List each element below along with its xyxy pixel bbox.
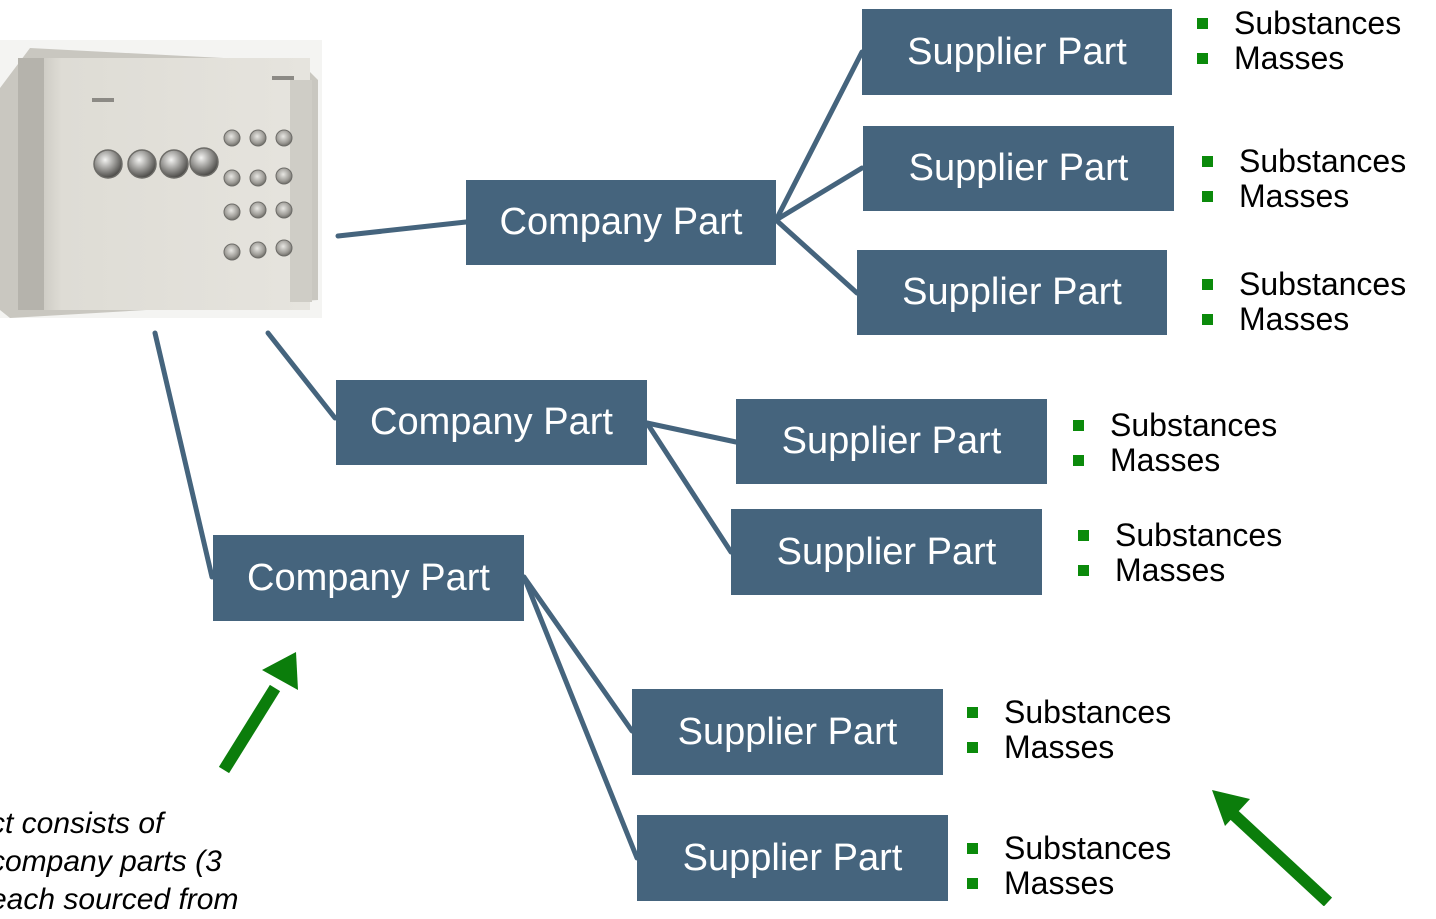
bullet-icon bbox=[967, 707, 978, 718]
supplier-part-box: Supplier Part bbox=[862, 9, 1172, 95]
substances-label: Substances bbox=[1239, 143, 1407, 179]
supplier-part-box: Supplier Part bbox=[637, 815, 948, 901]
masses-label: Masses bbox=[1115, 552, 1226, 588]
caption-line-2: company parts (3 bbox=[0, 845, 222, 878]
link-product-company-1 bbox=[335, 219, 469, 239]
attribute-list: Substances Masses bbox=[1078, 518, 1282, 588]
masses-label: Masses bbox=[1234, 40, 1345, 76]
caption-text: ct consists of company parts (3 each sou… bbox=[0, 805, 238, 919]
substances-label: Substances bbox=[1115, 517, 1283, 553]
link-product-company-3 bbox=[152, 330, 215, 580]
bullet-icon bbox=[1202, 314, 1213, 325]
bullet-icon bbox=[967, 742, 978, 753]
masses-label: Masses bbox=[1110, 442, 1221, 478]
caption-line-1: ct consists of bbox=[0, 807, 164, 840]
arrow-left bbox=[218, 652, 298, 774]
supplier-part-box: Supplier Part bbox=[731, 509, 1042, 595]
masses-label: Masses bbox=[1004, 729, 1115, 765]
bullet-icon bbox=[1078, 530, 1089, 541]
bullet-icon bbox=[1202, 191, 1213, 202]
supplier-part-box: Supplier Part bbox=[857, 250, 1167, 335]
link-company1-supplier-2 bbox=[773, 165, 865, 223]
substances-label: Substances bbox=[1234, 5, 1402, 41]
bullet-icon bbox=[1078, 565, 1089, 576]
substances-label: Substances bbox=[1004, 694, 1172, 730]
link-company3-supplier-2 bbox=[521, 574, 640, 861]
attribute-list: Substances Masses bbox=[1073, 408, 1277, 478]
masses-label: Masses bbox=[1239, 178, 1350, 214]
arrow-right bbox=[1212, 790, 1333, 906]
link-company3-supplier-1 bbox=[521, 574, 635, 734]
bullet-icon bbox=[967, 843, 978, 854]
bullet-icon bbox=[1197, 18, 1208, 29]
bullet-icon bbox=[967, 878, 978, 889]
link-product-company-2 bbox=[265, 330, 338, 421]
substances-label: Substances bbox=[1110, 407, 1278, 443]
attribute-list: Substances Masses bbox=[1202, 267, 1406, 337]
supplier-part-box: Supplier Part bbox=[736, 399, 1047, 484]
substances-label: Substances bbox=[1239, 266, 1407, 302]
link-company1-supplier-3 bbox=[773, 217, 860, 296]
company-part-box: Company Part bbox=[336, 380, 647, 465]
attribute-list: Substances Masses bbox=[967, 695, 1171, 765]
supplier-part-box: Supplier Part bbox=[863, 126, 1174, 211]
attribute-list: Substances Masses bbox=[1202, 144, 1406, 214]
masses-label: Masses bbox=[1004, 865, 1115, 901]
product-image bbox=[0, 40, 322, 318]
company-part-box: Company Part bbox=[466, 180, 776, 265]
supplier-part-box: Supplier Part bbox=[632, 689, 943, 775]
bullet-icon bbox=[1202, 156, 1213, 167]
attribute-list: Substances Masses bbox=[1197, 6, 1401, 76]
masses-label: Masses bbox=[1239, 301, 1350, 337]
link-company2-supplier-2 bbox=[644, 420, 734, 555]
bullet-icon bbox=[1202, 279, 1213, 290]
bullet-icon bbox=[1073, 420, 1084, 431]
substances-label: Substances bbox=[1004, 830, 1172, 866]
bullet-icon bbox=[1197, 53, 1208, 64]
link-company1-supplier-1 bbox=[773, 49, 865, 223]
link-company2-supplier-1 bbox=[644, 420, 739, 445]
bullet-icon bbox=[1073, 455, 1084, 466]
caption-line-3: each sourced from bbox=[0, 883, 239, 916]
company-part-box: Company Part bbox=[213, 535, 524, 621]
attribute-list: Substances Masses bbox=[967, 831, 1171, 901]
